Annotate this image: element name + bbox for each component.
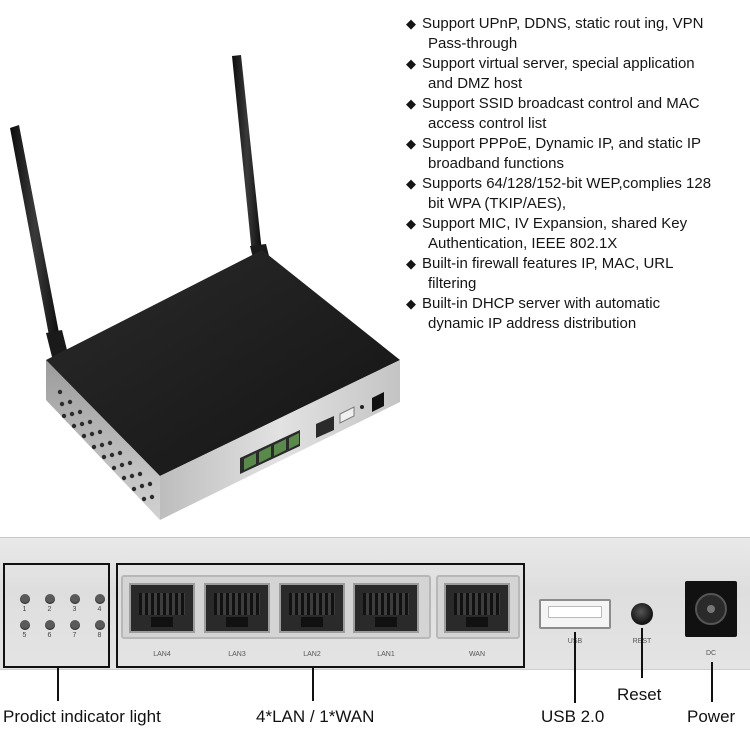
callout-line-reset [641,628,643,678]
port-label-lan3: LAN3 [228,651,246,658]
led-dot-icon [94,594,105,604]
led-indicator: 3 [62,594,87,613]
caption-usb: USB 2.0 [541,707,605,726]
diamond-bullet-icon: ◆ [406,16,416,31]
port-label-lan2: LAN2 [303,651,321,658]
dc-power-jack-icon [685,581,737,637]
diamond-bullet-icon: ◆ [406,176,416,191]
usb-port-icon [539,599,611,629]
feature-item: ◆Support UPnP, DDNS, static rout ing, VP… [406,15,704,52]
feature-item: ◆Support PPPoE, Dynamic IP, and static I… [406,135,702,172]
diamond-bullet-icon: ◆ [406,296,416,311]
led-dot-icon [19,594,30,604]
lan4-port-icon [129,583,195,633]
led-dot-icon [19,620,30,630]
diamond-bullet-icon: ◆ [406,216,416,231]
caption-reset: Reset [617,685,662,704]
led-indicator: 1 [12,594,37,613]
router-left-side [46,360,160,520]
port-label-lan4: LAN4 [153,651,171,658]
caption-lan-wan: 4*LAN / 1*WAN [256,707,375,726]
lan1-port-icon [353,583,419,633]
led-dot-icon [94,620,105,630]
caption-power: Power [687,707,736,726]
diamond-bullet-icon: ◆ [406,96,416,111]
led-indicator: 2 [37,594,62,613]
led-indicator: 4 [87,594,112,613]
lan2-port-icon [279,583,345,633]
led-indicator: 7 [62,620,87,639]
callout-line-usb [574,632,576,703]
port-label-wan: WAN [468,651,486,658]
feature-item: ◆Built-in firewall features IP, MAC, URL… [406,255,674,292]
diamond-bullet-icon: ◆ [406,136,416,151]
ethernet-ports-highlight [116,563,525,668]
led-dot-icon [44,594,55,604]
led-dot-icon [44,620,55,630]
led-dot-icon [69,594,80,604]
vent-holes [57,389,155,502]
diamond-bullet-icon: ◆ [406,256,416,271]
router-top [46,250,400,476]
port-label-lan1: LAN1 [377,651,395,658]
feature-list: ◆Support UPnP, DDNS, static rout ing, VP… [406,14,746,334]
led-indicator: 6 [37,620,62,639]
led-indicator: 8 [87,620,112,639]
led-indicator: 5 [12,620,37,639]
feature-item: ◆Support virtual server, special applica… [406,55,695,92]
router-front-ports [240,392,384,474]
callout-line-ports [312,668,314,701]
callout-line-power [711,662,713,702]
dc-port-label: DC [705,650,717,657]
feature-item: ◆Supports 64/128/152-bit WEP,complies 12… [406,175,712,212]
wan-port-icon [444,583,510,633]
led-dot-icon [69,620,80,630]
reset-button-icon [631,603,653,625]
router-image [10,55,400,520]
indicator-light-highlight [3,563,110,668]
indicator-light-grid: 1 2 3 4 5 6 7 8 [12,594,105,639]
caption-indicator-light: Prodict indicator light [3,707,161,726]
callout-line-indicator [57,668,59,701]
antenna-left [10,125,68,357]
lan3-port-icon [204,583,270,633]
antenna-right [232,55,272,270]
diamond-bullet-icon: ◆ [406,56,416,71]
